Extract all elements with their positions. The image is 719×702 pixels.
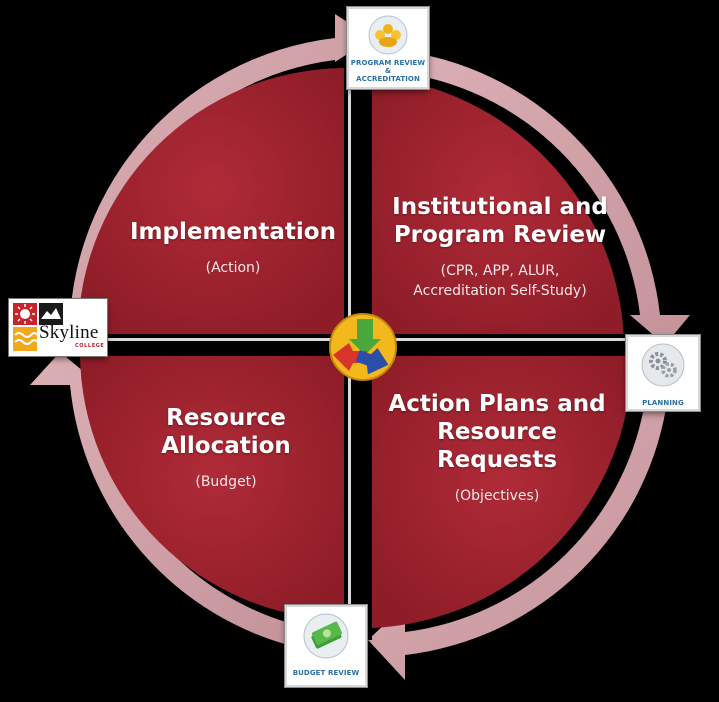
quadrant-title: Resource Allocation <box>126 404 326 460</box>
subtitle-line: (CPR, APP, ALUR, <box>440 263 560 279</box>
ring-arc-top-right <box>395 50 690 345</box>
cycle-arrows-icon <box>329 313 397 381</box>
program-review-badge: PROGRAM REVIEW & ACCREDITATION <box>347 7 429 89</box>
money-icon <box>303 613 349 659</box>
quadrant-text-top-left: Implementation (Action) <box>113 218 353 278</box>
title-line: Institutional and <box>392 194 608 220</box>
budget-review-badge: BUDGET REVIEW <box>285 605 367 687</box>
title-line: Action Plans and <box>388 391 606 417</box>
people-icon <box>368 15 408 55</box>
title-line: Resource <box>166 405 286 431</box>
logo-wordmark: Skyline <box>39 322 99 343</box>
quadrant-circle <box>78 68 633 628</box>
subtitle-line: (Action) <box>205 260 261 276</box>
quadrant-text-top-right: Institutional and Program Review (CPR, A… <box>375 193 625 301</box>
quadrant-subtitle: (Budget) <box>126 472 326 492</box>
quadrant-text-bottom-left: Resource Allocation (Budget) <box>126 404 326 492</box>
badge-label-line: ACCREDITATION <box>356 75 420 83</box>
quadrant-title: Implementation <box>113 218 353 246</box>
quadrant-subtitle: (Objectives) <box>377 486 617 506</box>
badge-label: PROGRAM REVIEW & ACCREDITATION <box>349 59 427 83</box>
title-line: Requests <box>436 447 558 473</box>
skyline-logo: Skyline COLLEGE <box>9 299 107 356</box>
badge-label-line: & <box>384 67 392 75</box>
quadrant-text-bottom-right: Action Plans and Resource Requests (Obje… <box>377 390 617 506</box>
subtitle-line: (Budget) <box>195 474 257 490</box>
skyline-logo-icon <box>13 303 63 351</box>
badge-label: PLANNING <box>628 399 698 407</box>
quadrant-title: Action Plans and Resource Requests <box>377 390 617 474</box>
title-line: Program Review <box>393 222 607 248</box>
badge-label: BUDGET REVIEW <box>287 669 365 677</box>
gears-icon <box>641 343 685 387</box>
title-line: Resource <box>437 419 557 445</box>
badge-label-line: BUDGET REVIEW <box>292 669 360 677</box>
quadrant-title: Institutional and Program Review <box>375 193 625 249</box>
quadrant-bottom-left <box>80 354 346 620</box>
ring-arc-bottom-right <box>368 395 668 680</box>
quadrant-top-right <box>372 76 624 340</box>
badge-label-line: PROGRAM REVIEW <box>350 59 426 67</box>
subtitle-line: Accreditation Self-Study) <box>413 283 587 299</box>
title-line: Allocation <box>161 433 291 459</box>
planning-badge: PLANNING <box>626 335 700 411</box>
badge-label-line: PLANNING <box>642 399 684 407</box>
title-line: Implementation <box>130 219 336 245</box>
subtitle-line: (Objectives) <box>454 488 540 504</box>
quadrant-subtitle: (CPR, APP, ALUR, Accreditation Self-Stud… <box>375 261 625 301</box>
quadrant-subtitle: (Action) <box>113 258 353 278</box>
quadrant-top-left <box>78 68 344 334</box>
quadrant-bottom-right <box>372 356 633 628</box>
logo-subtext: COLLEGE <box>75 343 105 349</box>
